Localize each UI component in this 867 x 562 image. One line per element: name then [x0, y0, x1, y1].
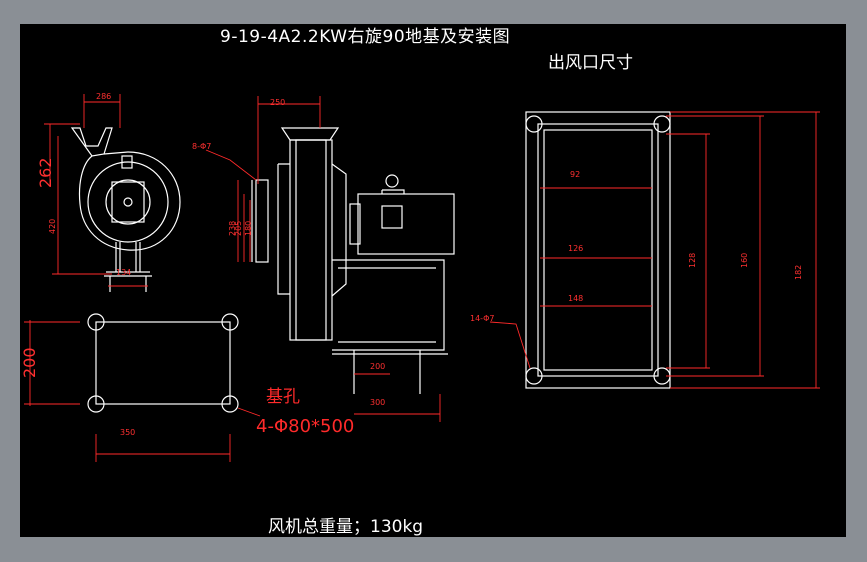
dim-side-base-w1: 200 — [370, 362, 386, 371]
dim-front-top-width: 286 — [96, 92, 112, 101]
dim-foundation-width: 350 — [120, 428, 136, 437]
dim-front-height-big: 262 — [36, 157, 55, 188]
dim-front-height-small: 420 — [48, 218, 57, 234]
outlet-dimensions-title: 出风口尺寸 — [548, 53, 633, 73]
cad-drawing — [24, 94, 820, 462]
dim-front-base-width: 134 — [116, 268, 132, 277]
dim-outlet-w2: 126 — [568, 244, 584, 253]
dimension-lines — [24, 94, 820, 462]
dim-side-top-width: 250 — [270, 98, 286, 107]
dim-foundation-height: 200 — [20, 347, 39, 378]
side-view — [251, 127, 455, 394]
dim-side-h3: 180 — [244, 220, 253, 236]
total-weight-note: 风机总重量；130kg — [268, 517, 424, 537]
dim-outlet-h3: 182 — [794, 264, 803, 280]
outlet-flange — [525, 111, 671, 389]
dim-outlet-h1: 128 — [688, 252, 697, 268]
dim-outlet-bolt: 14-Φ7 — [470, 314, 495, 323]
anchor-hole-spec: 4-Φ80*500 — [256, 416, 355, 437]
front-view — [70, 127, 181, 292]
anchor-hole-label: 基孔 — [266, 387, 300, 407]
dim-outlet-h2: 160 — [740, 252, 749, 268]
foundation-plan — [87, 313, 239, 413]
dim-outlet-w3: 148 — [568, 294, 584, 303]
dim-side-bolt: 8-Φ7 — [192, 142, 212, 151]
dim-side-base-w2: 300 — [370, 398, 386, 407]
dim-side-h2: 205 — [234, 220, 243, 236]
dim-outlet-w1: 92 — [570, 170, 581, 179]
drawing-viewport[interactable]: 9-19-4A2.2KW右旋90地基及安装图 出风口尺寸 风机总重量；130kg… — [20, 24, 846, 537]
drawing-title: 9-19-4A2.2KW右旋90地基及安装图 — [220, 27, 511, 47]
